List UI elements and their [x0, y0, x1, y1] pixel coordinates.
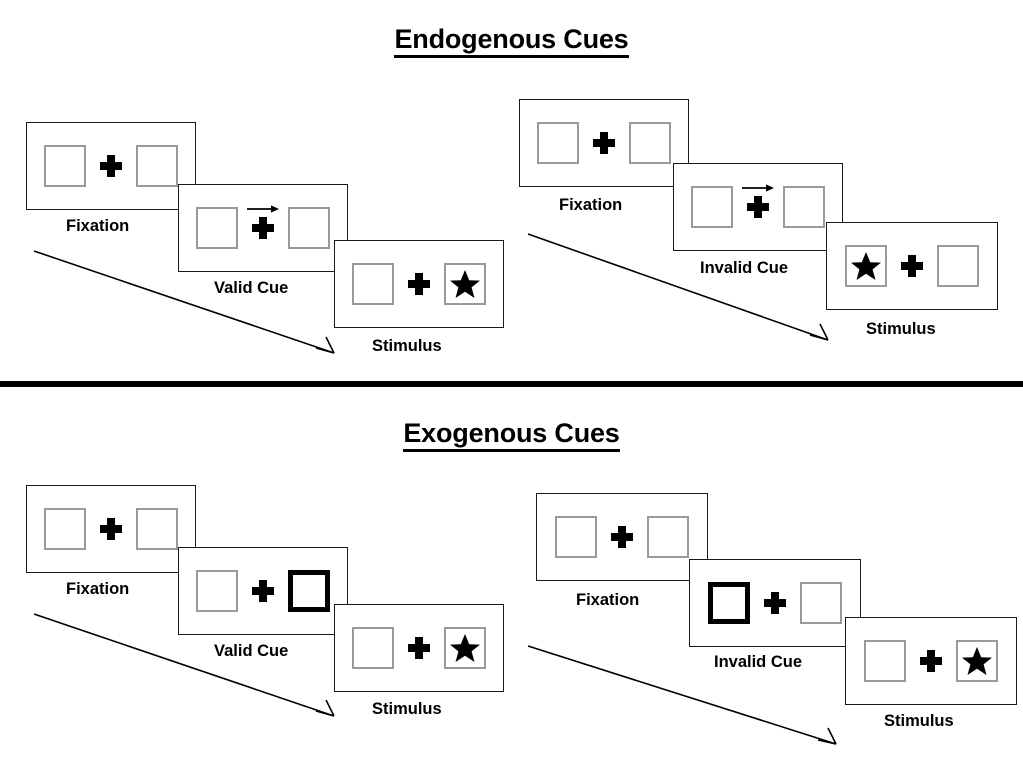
stimulus-row [352, 263, 486, 305]
fixation-cross-icon [100, 155, 122, 177]
box-right [444, 627, 486, 669]
box-left [352, 263, 394, 305]
panel-exogenous-invalid-cue [689, 559, 861, 647]
box-left [44, 508, 86, 550]
section-divider [0, 381, 1023, 387]
stimulus-row [196, 570, 330, 612]
fixation-cross-icon [920, 650, 942, 672]
caption-endogenous-valid-fixation: Fixation [66, 217, 130, 235]
star-icon [450, 270, 480, 298]
stimulus-row [537, 122, 671, 164]
flow-arrow-exogenous-valid [33, 613, 335, 717]
caption-endogenous-invalid-cue: Invalid Cue [700, 259, 789, 277]
stimulus-row [864, 640, 998, 682]
panel-exogenous-valid-cue [178, 547, 348, 635]
caption-exogenous-valid-stimulus: Stimulus [372, 700, 442, 718]
box-right [956, 640, 998, 682]
caption-exogenous-invalid-fixation: Fixation [576, 591, 640, 609]
box-right [783, 186, 825, 228]
caption-endogenous-invalid-stimulus: Stimulus [866, 320, 936, 338]
fixation-cross-icon [247, 205, 279, 239]
panel-exogenous-invalid-stimulus [845, 617, 1017, 705]
box-left [352, 627, 394, 669]
caption-endogenous-valid-cue: Valid Cue [214, 279, 289, 297]
fixation-cross-icon [593, 132, 615, 154]
fixation-cross-icon [611, 526, 633, 548]
fixation-cross-icon [100, 518, 122, 540]
arrow-right-cue-icon [247, 205, 279, 213]
star-icon [450, 634, 480, 662]
caption-endogenous-invalid-fixation: Fixation [559, 196, 623, 214]
box-left [864, 640, 906, 682]
box-right [288, 207, 330, 249]
section-title-exogenous: Exogenous Cues [0, 418, 1023, 452]
box-left [845, 245, 887, 287]
stimulus-row [691, 184, 825, 228]
panel-exogenous-valid-stimulus [334, 604, 504, 692]
fixation-cross-icon [408, 273, 430, 295]
section-title-exogenous-text: Exogenous Cues [403, 418, 620, 452]
fixation-cross-icon [408, 637, 430, 659]
panel-exogenous-invalid-fixation [536, 493, 708, 581]
stimulus-row [44, 145, 178, 187]
box-right [800, 582, 842, 624]
stimulus-row [845, 245, 979, 287]
caption-exogenous-invalid-cue: Invalid Cue [714, 653, 803, 671]
caption-exogenous-invalid-stimulus: Stimulus [884, 712, 954, 730]
arrow-right-cue-icon [742, 184, 774, 192]
box-left [196, 570, 238, 612]
box-right [444, 263, 486, 305]
star-icon [851, 252, 881, 280]
fixation-cross-icon [252, 580, 274, 602]
fixation-cross-icon [742, 184, 774, 218]
box-left [537, 122, 579, 164]
stimulus-row [44, 508, 178, 550]
box-right [136, 508, 178, 550]
box-left [44, 145, 86, 187]
flow-arrow-exogenous-invalid [527, 645, 837, 745]
fixation-cross-icon [901, 255, 923, 277]
stimulus-row [352, 627, 486, 669]
box-right-cued [288, 570, 330, 612]
panel-endogenous-invalid-cue [673, 163, 843, 251]
box-left [555, 516, 597, 558]
caption-exogenous-valid-cue: Valid Cue [214, 642, 289, 660]
box-right [647, 516, 689, 558]
box-right [629, 122, 671, 164]
box-right [937, 245, 979, 287]
flow-arrow-endogenous-invalid [527, 233, 829, 341]
panel-endogenous-valid-stimulus [334, 240, 504, 328]
panel-endogenous-invalid-fixation [519, 99, 689, 187]
section-title-endogenous-text: Endogenous Cues [394, 24, 629, 58]
fixation-cross-icon [764, 592, 786, 614]
star-icon [962, 647, 992, 675]
flow-arrow-endogenous-valid [33, 250, 335, 354]
panel-exogenous-valid-fixation [26, 485, 196, 573]
panel-endogenous-valid-fixation [26, 122, 196, 210]
stimulus-row [555, 516, 689, 558]
box-right [136, 145, 178, 187]
box-left [196, 207, 238, 249]
panel-endogenous-valid-cue [178, 184, 348, 272]
box-left [691, 186, 733, 228]
caption-endogenous-valid-stimulus: Stimulus [372, 337, 442, 355]
stimulus-row [196, 205, 330, 249]
panel-endogenous-invalid-stimulus [826, 222, 998, 310]
section-title-endogenous: Endogenous Cues [0, 24, 1023, 58]
box-left-cued [708, 582, 750, 624]
stimulus-row [708, 582, 842, 624]
caption-exogenous-valid-fixation: Fixation [66, 580, 130, 598]
